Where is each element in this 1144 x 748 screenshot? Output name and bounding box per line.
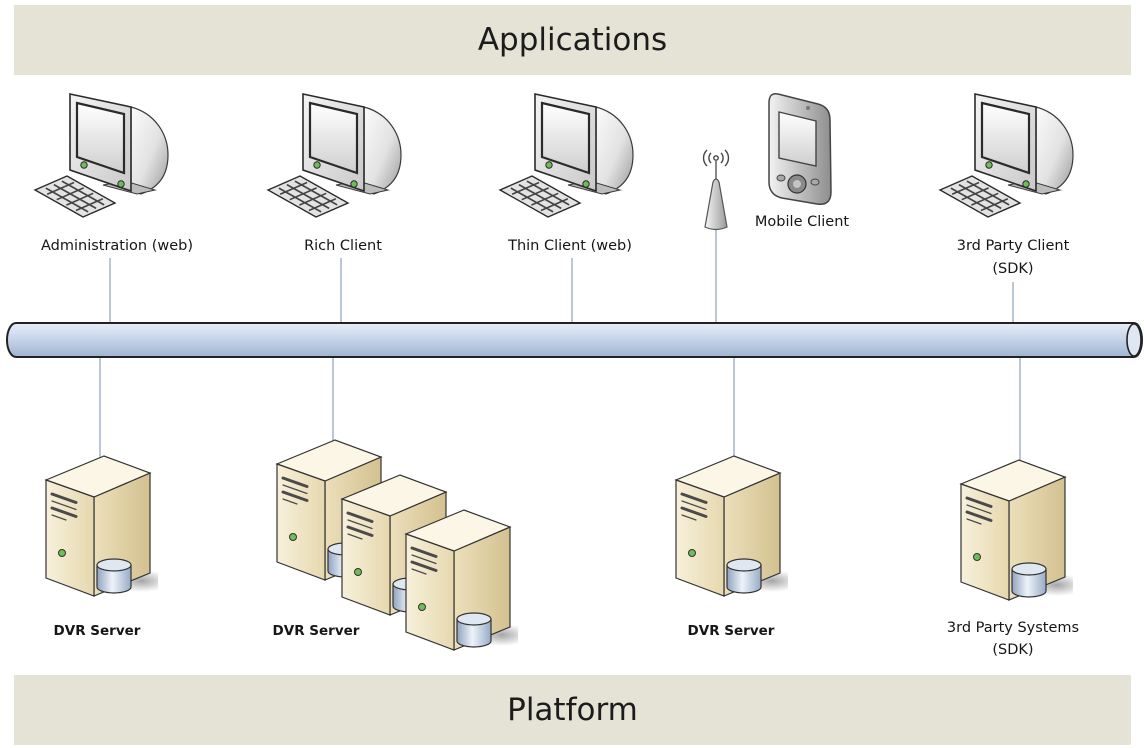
- client-label-text: Thin Client (web): [508, 238, 632, 254]
- monitor-icon: [68, 93, 169, 196]
- client-label-text: Mobile Client: [754, 214, 850, 230]
- applications-title: Applications: [477, 22, 668, 58]
- server-label-text: DVR Server: [687, 623, 775, 639]
- client-label-rich-client: Rich Client: [243, 235, 443, 258]
- platform-title: Platform: [507, 692, 638, 728]
- server-connectors: [99, 357, 1021, 466]
- client-label-text: Administration (web): [40, 238, 193, 254]
- server-sublabel-text: (SDK): [992, 642, 1034, 658]
- monitor-icon: [301, 93, 402, 196]
- client-label-text: 3rd Party Client: [956, 238, 1070, 254]
- desktop-computer-icon: [499, 93, 634, 218]
- desktop-computer-icon: [34, 93, 169, 218]
- server-label-dvr-3: DVR Server: [651, 620, 811, 642]
- monitor-icon: [973, 93, 1074, 196]
- applications-banner: Applications: [14, 5, 1131, 75]
- server-label-dvr-1: DVR Server: [17, 620, 177, 642]
- database-icon: [726, 558, 762, 594]
- desktop-computer-icon: [267, 93, 402, 218]
- wireless-antenna-icon: [702, 149, 730, 231]
- desktop-computer-icon: [939, 93, 1074, 218]
- database-icon: [96, 558, 132, 594]
- client-connectors: [109, 230, 1014, 325]
- server-tower: [959, 458, 1073, 602]
- client-sublabel-text: (SDK): [992, 261, 1034, 277]
- server-tower: [674, 454, 788, 598]
- server-label-text: DVR Server: [53, 623, 141, 639]
- server-cluster: [275, 438, 518, 652]
- client-label-thin-client: Thin Client (web): [470, 235, 670, 258]
- monitor-icon: [533, 93, 634, 196]
- client-label-third-party-client: 3rd Party Client (SDK): [913, 235, 1113, 281]
- pda-icon: [768, 92, 832, 205]
- client-label-administration: Administration (web): [17, 235, 217, 258]
- server-label-text: DVR Server: [272, 623, 360, 639]
- database-icon: [1011, 562, 1047, 598]
- server-label-text: 3rd Party Systems: [946, 620, 1080, 636]
- server-tower: [44, 454, 158, 598]
- database-icon: [456, 612, 492, 648]
- platform-banner: Platform: [14, 675, 1131, 745]
- client-label-mobile-client: Mobile Client: [702, 211, 902, 234]
- server-label-dvr-cluster: DVR Server: [236, 620, 396, 642]
- network-bus-pipe: [6, 322, 1143, 358]
- client-label-text: Rich Client: [304, 238, 382, 254]
- server-label-third-party-systems: 3rd Party Systems (SDK): [933, 617, 1093, 661]
